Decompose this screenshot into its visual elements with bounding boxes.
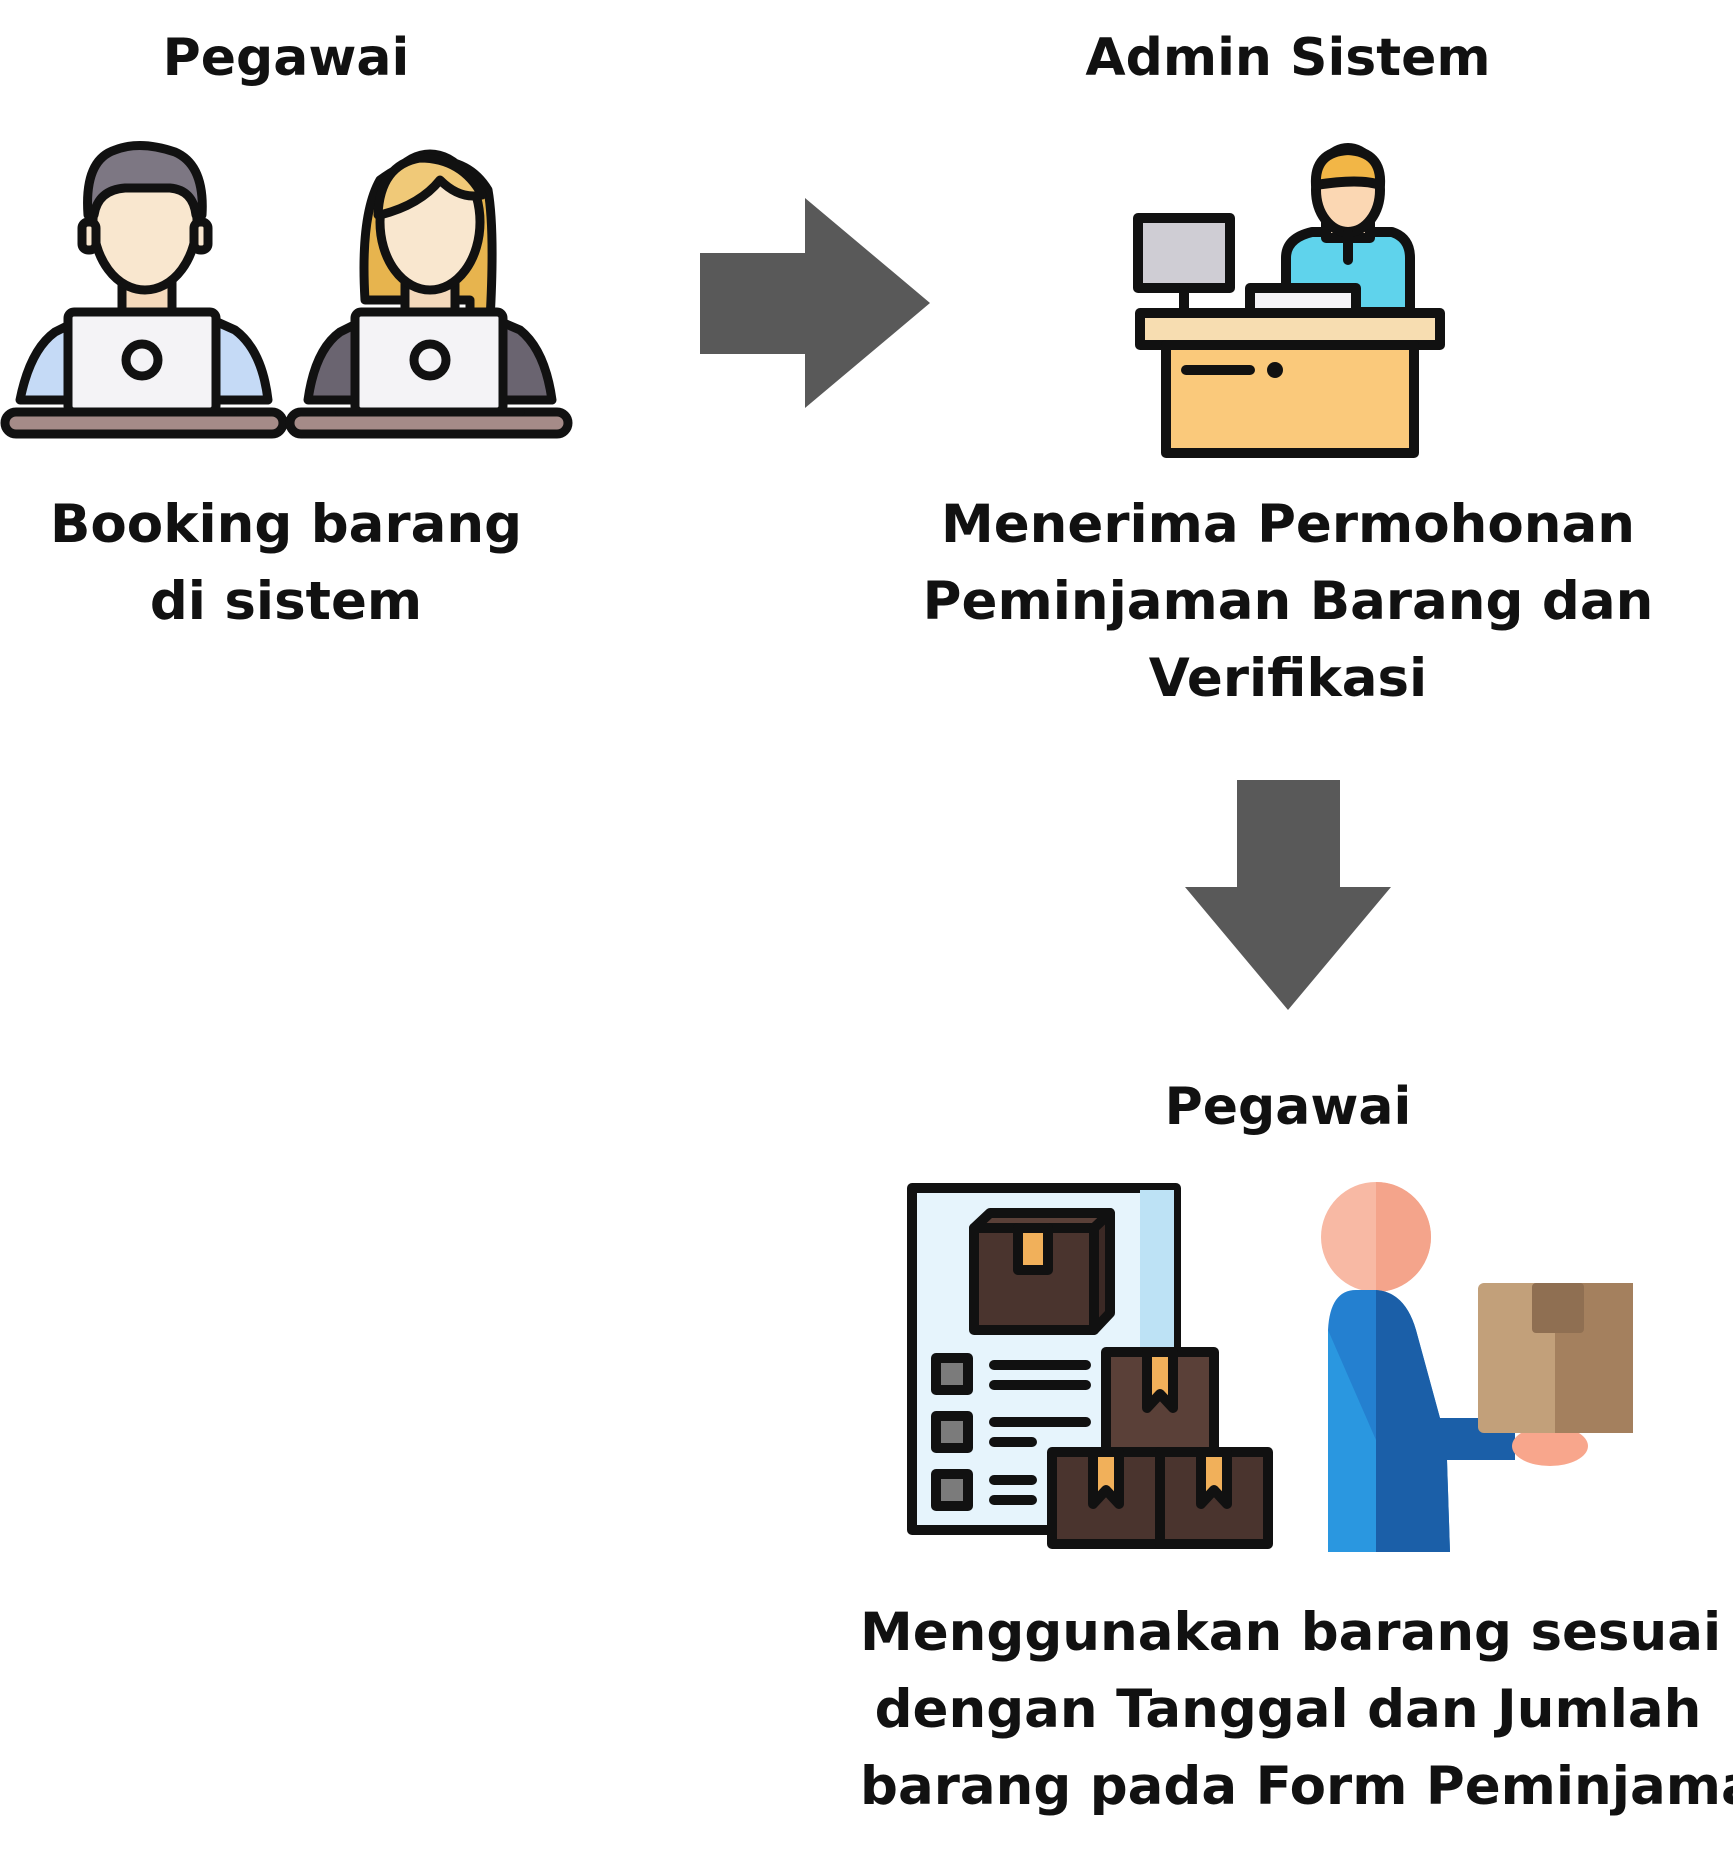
woman-with-laptop-icon bbox=[285, 149, 573, 439]
step2-description-line2: Peminjaman Barang dan bbox=[922, 571, 1654, 632]
step3-role: Pegawai bbox=[1164, 1077, 1412, 1137]
inventory-list-icon bbox=[907, 1183, 1273, 1549]
step3-description-line1: Menggunakan barang sesuai bbox=[860, 1602, 1722, 1663]
person-carrying-box-icon bbox=[1321, 1182, 1633, 1552]
step2-role: Admin Sistem bbox=[1085, 28, 1491, 88]
step3-description-line2: dengan Tanggal dan Jumlah bbox=[874, 1679, 1702, 1740]
step1-description-line1: Booking barang bbox=[49, 494, 523, 555]
man-with-laptop-icon bbox=[0, 141, 288, 439]
step1-role: Pegawai bbox=[162, 28, 410, 88]
step3-description-line3: barang pada Form Peminjaman bbox=[860, 1756, 1733, 1817]
step1-description-line2: di sistem bbox=[149, 571, 423, 632]
step2-description-line1: Menerima Permohonan bbox=[940, 494, 1636, 555]
step2-description-line3: Verifikasi bbox=[1148, 648, 1428, 709]
